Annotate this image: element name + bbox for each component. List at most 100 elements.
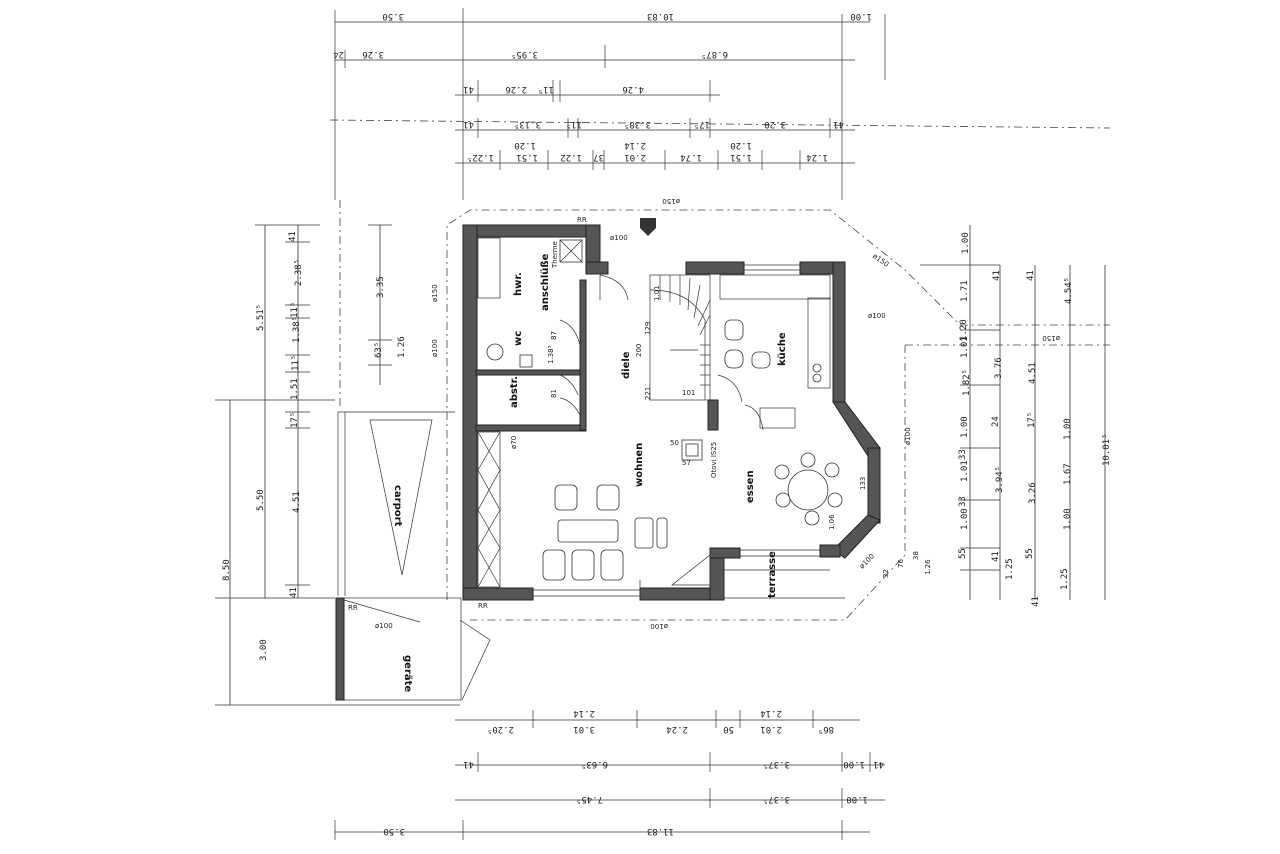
right-dim-1825: 1.82⁵ xyxy=(962,369,972,396)
room-label-essen: essen xyxy=(745,470,756,503)
stove xyxy=(681,439,703,461)
stair-dim-129: 129 xyxy=(644,322,652,335)
carport-dim-126: 1.26 xyxy=(397,336,407,358)
room-label-terrasse: terrasse xyxy=(767,551,778,598)
top-dim-175: 17⁵ xyxy=(694,119,710,129)
bottom-dim-100a: 1.00 xyxy=(843,759,865,769)
dim-57: 57 xyxy=(682,459,691,467)
left-dim-175: 17⁵ xyxy=(290,412,300,428)
dim-87: 87 xyxy=(550,331,558,340)
right-dim-100d: 1.00 xyxy=(1063,418,1073,440)
room-label-wohnen: wohnen xyxy=(634,443,645,487)
right-dim-125b: 1.25 xyxy=(1060,568,1070,590)
right-dim-125a: 1.25 xyxy=(1005,558,1015,580)
left-dim-550: 5.50 xyxy=(256,489,266,511)
top-dim-426: 4.26 xyxy=(622,84,644,94)
top-dim-174: 1.74 xyxy=(680,152,702,162)
left-dim-2385: 2.38⁵ xyxy=(294,259,304,286)
top-dim-151a: 1.51 xyxy=(516,152,538,162)
bay-dim-126: 1.26 xyxy=(924,559,932,575)
phi100-terrace: ø100 xyxy=(858,552,876,570)
left-dim-1385: 1.38⁵ xyxy=(292,316,302,343)
bottom-dim-6635: 6.63⁵ xyxy=(581,759,608,769)
phi150-far-right: ø150 xyxy=(1042,334,1060,342)
left-dim-41a: 41 xyxy=(288,231,298,242)
phi150-left: ø150 xyxy=(431,284,439,302)
bay-dim-38: 38 xyxy=(912,551,920,560)
dim-133: 133 xyxy=(859,477,867,490)
room-label-anschluesse: anschlüße xyxy=(540,253,551,311)
bay-dim-32: 32 xyxy=(882,569,890,578)
phi100-top: ø100 xyxy=(610,234,628,242)
carport-dim-335: 3.35 xyxy=(376,276,386,298)
room-label-therme: Therme xyxy=(551,241,559,269)
phi150-right: ø150 xyxy=(871,252,890,269)
bottom-dim-41b: 41 xyxy=(873,759,884,769)
dim-50: 50 xyxy=(670,439,679,447)
right-dim-451: 4.51 xyxy=(1028,362,1038,384)
phi100-bay: ø100 xyxy=(904,427,912,445)
bottom-dim-3375a: 3.37⁵ xyxy=(763,759,790,769)
top-dim-115a: 11⁵ xyxy=(538,84,554,94)
top-dim-124: 1.24 xyxy=(806,152,828,162)
top-dim-214: 2.14 xyxy=(624,140,646,150)
dim-138: 1.38⁵ xyxy=(547,345,555,364)
terrace-steps xyxy=(670,554,845,599)
hwr-fixtures xyxy=(477,237,583,299)
phi70: ø70 xyxy=(510,436,518,449)
wohnen-shelf xyxy=(477,431,501,588)
bay-dim-76: 76 xyxy=(897,559,905,568)
wc-fixtures xyxy=(486,343,533,368)
top-dim-115b: 11⁵ xyxy=(566,119,582,129)
dim-81: 81 xyxy=(550,389,558,398)
top-dim-41b: 41 xyxy=(463,119,474,129)
stove-label: Otovi IS25 xyxy=(710,442,718,478)
stair-dim-101b: 101 xyxy=(682,389,695,397)
dining-set xyxy=(774,452,843,526)
windows xyxy=(533,264,820,597)
entrance-arrow xyxy=(640,218,656,236)
right-dim-120: 1.20 xyxy=(959,319,969,341)
left-dimensions: 8.50 3.00 5.51⁵ 5.50 41 2.38⁵ 11⁵ 1.38⁵ … xyxy=(215,200,460,706)
top-dim-120a: 1.20 xyxy=(514,140,536,150)
left-dim-300: 3.00 xyxy=(259,639,269,661)
left-dim-850: 8.50 xyxy=(222,559,232,581)
top-dim-320: 3.20 xyxy=(764,119,786,129)
top-dim-122: 1.22 xyxy=(560,152,582,162)
bottom-dim-2205: 2.20⁵ xyxy=(487,724,514,734)
bottom-dim-3375b: 3.37⁵ xyxy=(763,794,790,804)
phi100-geraete: ø100 xyxy=(375,622,393,630)
terrace-outline xyxy=(470,345,906,621)
phi150-top: ø150 xyxy=(662,197,680,205)
bottom-dimensions: 2.20⁵ 3.01 2.14 2.24 50 2.01 2.14 86⁵ 41… xyxy=(334,708,885,840)
top-dim-100: 1.00 xyxy=(850,11,872,21)
right-dim-100b: 1.00 xyxy=(960,416,970,438)
right-dim-376: 3.76 xyxy=(994,357,1004,379)
top-dim-24: 24 xyxy=(333,49,344,59)
bottom-dim-224: 2.24 xyxy=(666,724,688,734)
annotations: RR RR ø150 ø100 ø150 ø100 ø70 ø100 ø150 … xyxy=(431,197,1060,630)
geraete-room: RR ø100 geräte xyxy=(335,597,491,701)
living-furniture xyxy=(542,484,668,581)
top-dim-151b: 1.51 xyxy=(730,152,752,162)
right-dim-171: 1.71 xyxy=(960,280,970,302)
right-dim-41c: 41 xyxy=(991,551,1001,562)
room-label-wc: wc xyxy=(513,331,524,346)
right-dim-4545: 4.54⁵ xyxy=(1064,277,1074,304)
room-label-kueche: küche xyxy=(777,332,788,366)
top-dim-3385: 3.38⁵ xyxy=(624,119,651,129)
left-dim-151: 1.51 xyxy=(290,378,300,400)
right-dim-41b: 41 xyxy=(992,270,1002,281)
phi100-left: ø100 xyxy=(431,339,439,357)
dim-106: 1.06 xyxy=(828,514,836,530)
top-dim-6875: 6.87⁵ xyxy=(701,49,728,59)
kitchen-fixtures xyxy=(719,274,831,429)
room-label-carport: carport xyxy=(392,485,403,527)
top-dim-350: 3.50 xyxy=(382,11,404,21)
top-dim-3135: 3.13⁵ xyxy=(514,119,541,129)
bottom-dim-214b: 2.14 xyxy=(760,708,782,718)
right-dim-55a: 55 xyxy=(958,548,968,559)
top-dim-1083: 10.83 xyxy=(647,11,674,21)
right-dim-24: 24 xyxy=(991,416,1001,427)
